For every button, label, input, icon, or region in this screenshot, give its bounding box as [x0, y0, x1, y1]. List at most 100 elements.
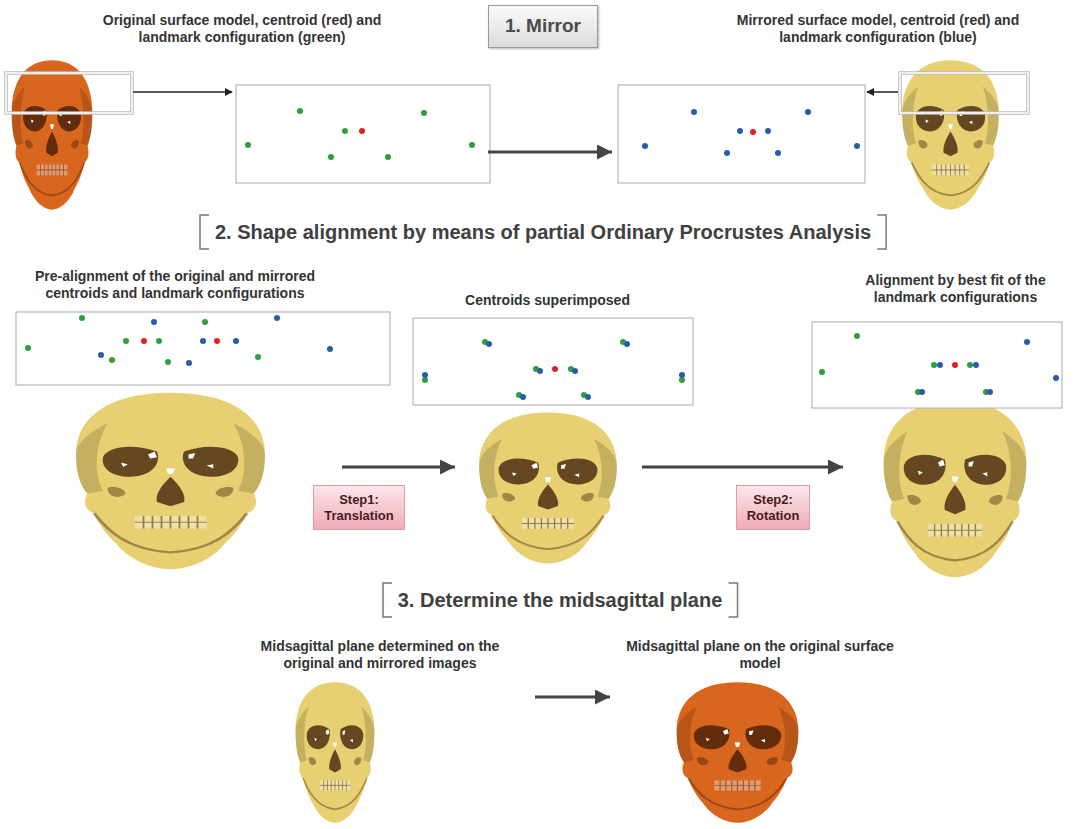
- section-heading: 3. Determine the midsagittal plane: [382, 582, 739, 618]
- landmark-dot-green: [202, 319, 208, 325]
- heading-text: 2. Shape alignment by means of partial O…: [215, 220, 871, 244]
- flow-arrow: [342, 466, 455, 469]
- skull-figure: [884, 401, 1027, 577]
- heading-text: 1. Mirror: [505, 15, 581, 38]
- bracket-line: [383, 583, 738, 617]
- landmark-dot-blue: [98, 352, 104, 358]
- landmark-dot-blue: [642, 143, 648, 149]
- landmark-dot-green: [25, 345, 31, 351]
- bracket-line: [200, 215, 886, 249]
- heading-text: 3. Determine the midsagittal plane: [398, 588, 723, 612]
- centroid-dot: [141, 128, 958, 372]
- landmark-dot-green: [342, 128, 348, 134]
- landmark-dot-blue: [1053, 375, 1059, 381]
- landmark-dot-blue: [854, 143, 860, 149]
- pointer-arrow: [133, 91, 232, 93]
- landmark-dot-green: [328, 154, 334, 160]
- landmark-dot-green: [255, 354, 261, 360]
- skull-figure: [902, 60, 999, 209]
- flow-arrow: [642, 466, 843, 469]
- landmark-dot-blue: [98, 109, 1059, 400]
- landmark-dot-blue: [486, 341, 492, 347]
- centroid-dot: [952, 362, 958, 368]
- landmark-panel: [812, 322, 1062, 408]
- region-frame: [6, 73, 132, 113]
- skull-figure: [479, 412, 548, 563]
- landmark-dot-blue: [520, 394, 526, 400]
- landmark-dot-blue: [691, 109, 697, 115]
- skull-figure: [479, 412, 617, 563]
- skull-figure: [677, 682, 799, 823]
- landmark-dot-blue: [973, 362, 979, 368]
- landmark-dot-green: [123, 338, 129, 344]
- figure-panel: Centroids superimposed: [455, 292, 642, 570]
- landmark-dot-blue: [987, 389, 993, 395]
- landmark-dot-blue: [1024, 339, 1030, 345]
- landmark-dot-blue: [724, 150, 730, 156]
- landmark-dot-blue: [327, 346, 333, 352]
- skull-figure: [76, 393, 170, 569]
- caption-text: Mirrored surface model, centroid (red) a…: [723, 12, 1033, 46]
- landmark-dot-green: [819, 369, 825, 375]
- flow-arrow: [488, 151, 612, 154]
- landmark-dot-blue: [765, 128, 771, 134]
- landmark-dot-green: [385, 154, 391, 160]
- landmark-dot-blue: [537, 368, 543, 374]
- landmark-dot-green: [931, 362, 937, 368]
- landmark-dot-blue: [624, 341, 630, 347]
- landmark-panel: [618, 85, 865, 183]
- centroid-dot: [552, 366, 558, 372]
- landmark-dot-green: [967, 362, 973, 368]
- caption-text: Original surface model, centroid (red) a…: [87, 12, 397, 46]
- landmark-dot-blue: [679, 372, 685, 378]
- landmark-dot-green: [245, 142, 251, 148]
- step-label: Step2: Rotation: [747, 492, 800, 523]
- landmark-dot-green: [79, 315, 85, 321]
- figure-panel: Alignment by best fit of the landmark co…: [843, 272, 1070, 584]
- landmark-dot-green: [165, 359, 171, 365]
- skull-figure: [12, 60, 1027, 822]
- step-label: Step1: Translation: [324, 492, 393, 523]
- caption-text: Pre-alignment of the original and mirror…: [10, 268, 340, 302]
- centroid-dot: [359, 128, 365, 134]
- landmark-dot-blue: [572, 368, 578, 374]
- caption-text: Alignment by best fit of the landmark co…: [843, 272, 1068, 306]
- step-heading: 1. Mirror: [488, 5, 598, 48]
- skull-figure: [296, 682, 375, 823]
- skull-figure: [76, 393, 265, 569]
- figure-panel: Midsagittal plane on the original surfac…: [610, 636, 910, 826]
- landmark-dot-green: [469, 142, 475, 148]
- landmark-dot-blue: [737, 128, 743, 134]
- landmark-dot-blue: [274, 315, 280, 321]
- landmark-dot-blue: [805, 109, 811, 115]
- centroid-dot: [750, 129, 756, 135]
- section-heading: 2. Shape alignment by means of partial O…: [199, 214, 887, 250]
- landmark-dot-green: [156, 338, 162, 344]
- figure-panel: Pre-alignment of the original and mirror…: [10, 268, 342, 574]
- landmark-panel: [236, 85, 490, 183]
- landmark-dot-blue: [200, 338, 206, 344]
- skull-figure: [296, 682, 335, 823]
- skull-figure: [12, 60, 93, 209]
- landmark-dot-blue: [937, 362, 943, 368]
- figure-panel: Original surface model, centroid (red) a…: [4, 8, 488, 214]
- landmark-dot-green: [25, 108, 989, 398]
- pointer-arrow: [867, 91, 898, 93]
- landmark-panel: [16, 312, 390, 385]
- landmark-dot-blue: [233, 338, 239, 344]
- region-frame: [900, 73, 1028, 113]
- region-frame: [6, 73, 132, 113]
- landmark-dot-green: [109, 357, 115, 363]
- caption-text: Midsagittal plane on the original surfac…: [625, 638, 895, 672]
- landmark-dot-blue: [919, 389, 925, 395]
- landmark-panel: [16, 85, 1062, 408]
- step-box: Step2: Rotation: [736, 485, 811, 530]
- caption-text: Midsagittal plane determined on the orig…: [250, 638, 510, 672]
- landmark-dot-green: [854, 333, 860, 339]
- landmark-dot-green: [297, 108, 303, 114]
- caption-text: Centroids superimposed: [455, 292, 640, 309]
- landmark-dot-blue: [422, 372, 428, 378]
- region-frame: [900, 73, 1028, 113]
